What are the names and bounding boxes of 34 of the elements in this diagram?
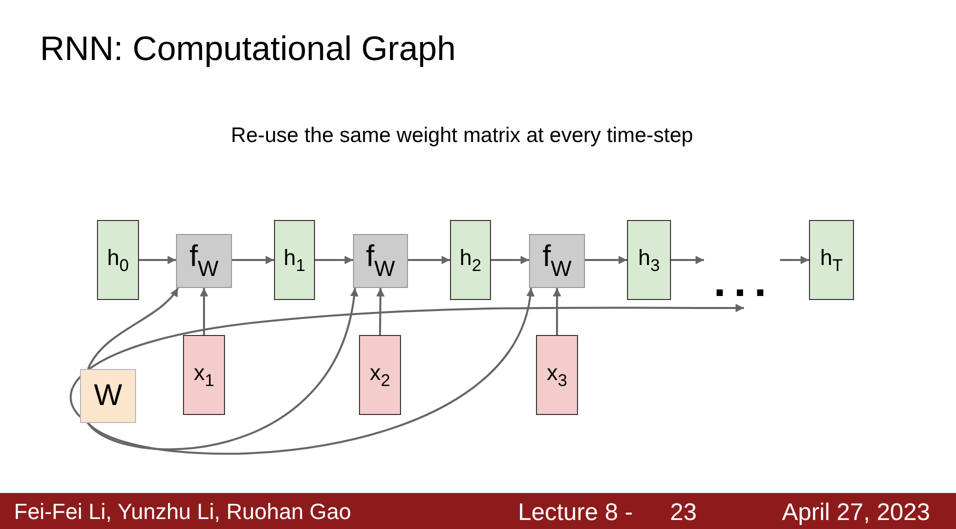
lecture-number: Lecture 8 - [518,499,633,527]
ellipsis-text: ... [712,256,776,308]
function-box: f$_{W}$ [176,234,232,288]
author-names: Fei-Fei Li, Yunzhu Li, Ruohan Gao [14,499,352,525]
lecture-date: April 27, 2023 [782,499,930,527]
arrow [200,288,208,335]
weight-box: W [80,369,136,423]
slide-title: RNN: Computational Graph [40,30,456,69]
input-box: x$_{2}$ [359,335,401,415]
hidden-state-box: h$_{3}$ [627,220,671,300]
hidden-state-box: h$_{T}$ [809,220,854,300]
hidden-state-box: h$_{2}$ [450,220,491,300]
subtitle: Re-use the same weight matrix at every time-step [230,124,694,148]
arrow [87,288,358,450]
arrow [552,288,562,335]
arrow [585,256,627,264]
arrow [70,304,744,424]
arrow [780,256,809,264]
arrow [315,256,353,264]
arrow [87,287,179,370]
function-box: f$_{W}$ [529,234,585,288]
arrow [232,256,274,264]
arrow [139,256,176,264]
arrow [376,288,385,336]
input-box: x$_{3}$ [536,335,578,415]
hidden-state-box: h$_{1}$ [274,220,315,300]
arrow [408,256,450,264]
arrow [671,256,704,264]
hidden-state-box: h$_{0}$ [97,220,139,300]
slide-number: 23 [670,499,697,527]
function-box: f$_{W}$ [353,234,408,288]
input-box: x$_{1}$ [183,335,225,415]
arrow [87,288,534,455]
arrow [491,256,529,264]
